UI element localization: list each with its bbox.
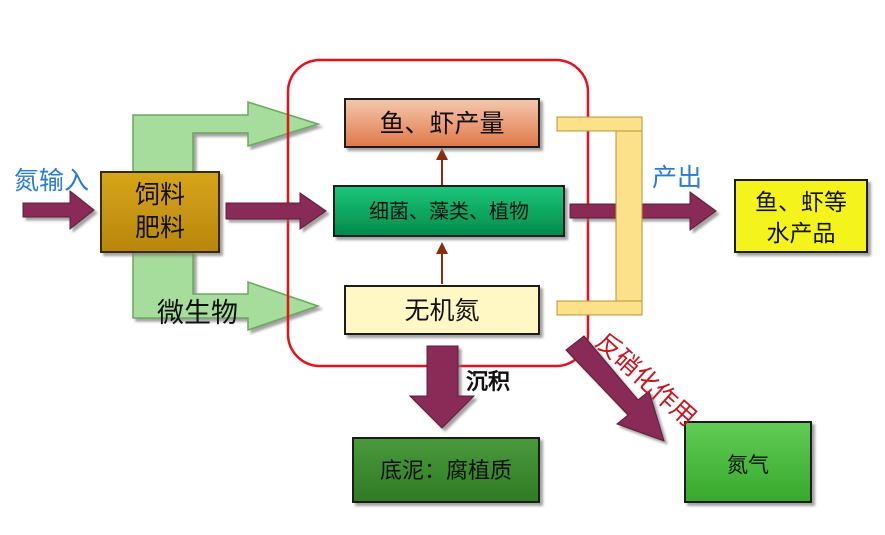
fertilizer-label: 肥料 <box>135 213 185 242</box>
sediment-humus-box: 底泥：腐植质 <box>352 437 540 503</box>
inorganic-nitrogen-label: 无机氮 <box>404 296 479 325</box>
feed-upper-branch-arrow <box>132 100 321 181</box>
output-bracket <box>556 116 643 316</box>
bacteria-algae-plants-box: 细菌、藻类、植物 <box>333 185 565 237</box>
aquatic-products-line1: 鱼、虾等 <box>755 190 847 216</box>
denitrification-arrow <box>565 335 665 442</box>
bacteria-to-fish-arrow <box>436 148 448 186</box>
microbes-label: 微生物 <box>157 298 238 329</box>
nitrogen-gas-box: 氮气 <box>684 421 812 503</box>
sedimentation-label: 沉积 <box>466 370 510 395</box>
inorganic-nitrogen-box: 无机氮 <box>344 285 540 335</box>
aquatic-products-box: 鱼、虾等 水产品 <box>734 179 868 253</box>
fish-shrimp-yield-label: 鱼、虾产量 <box>379 109 504 138</box>
nitrogen-input-label: 氮输入 <box>14 166 89 195</box>
sediment-humus-label: 底泥：腐植质 <box>380 459 512 484</box>
output-label: 产出 <box>652 163 702 192</box>
aquatic-products-line2: 水产品 <box>767 221 836 247</box>
feed-lower-branch-arrow <box>132 251 321 332</box>
feed-fertilizer-box: 饲料 肥料 <box>100 171 220 253</box>
feed-to-bacteria-arrow <box>225 192 327 230</box>
nitrogen-gas-label: 氮气 <box>727 453 769 477</box>
bacteria-algae-plants-label: 细菌、藻类、植物 <box>369 199 529 223</box>
nitrogen-input-arrow <box>22 189 95 231</box>
feed-label: 饲料 <box>135 180 185 209</box>
fish-shrimp-yield-box: 鱼、虾产量 <box>344 98 540 148</box>
sedimentation-arrow <box>408 345 476 429</box>
output-arrow <box>569 191 717 231</box>
inorganic-to-bacteria-arrow <box>436 242 448 284</box>
